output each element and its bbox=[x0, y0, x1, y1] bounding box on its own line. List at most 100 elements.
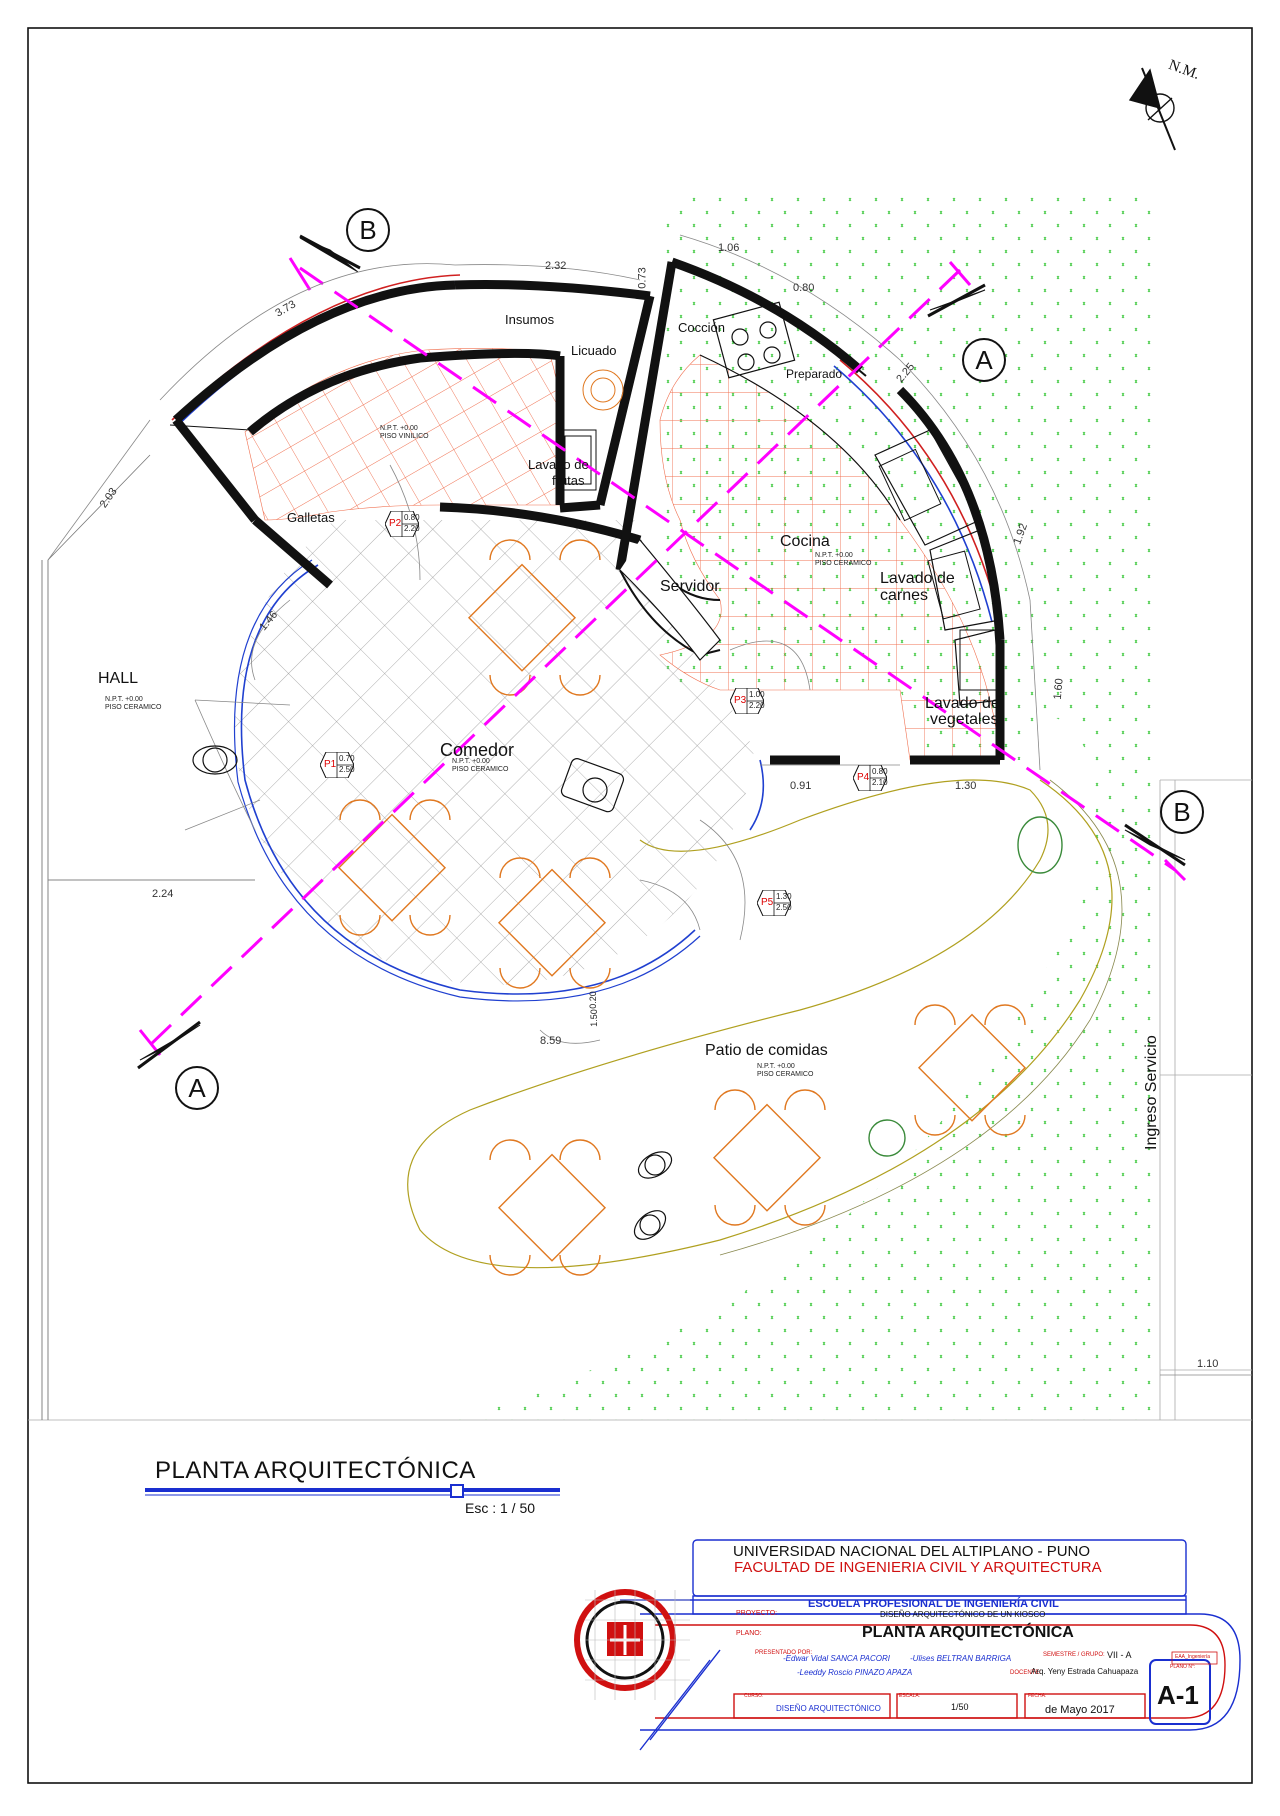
tb-autor1: -Edwar Vidal SANCA PACORI bbox=[783, 1654, 890, 1663]
label-lavado-carnes-1: Lavado de bbox=[880, 570, 955, 587]
label-coccion: Cocción bbox=[678, 320, 725, 335]
label-lavado-frutas-1: Lavado de bbox=[528, 457, 589, 472]
door-id: P4 bbox=[857, 772, 870, 783]
tb-docente: Arq. Yeny Estrada Cahuapaza bbox=[1031, 1667, 1139, 1676]
door-width: 0.80 bbox=[404, 513, 420, 522]
kitchen-counters bbox=[699, 301, 1001, 706]
tb-presentado-label: PRESENTADO POR: bbox=[755, 1650, 813, 1656]
hall-wall bbox=[41, 560, 255, 1420]
plant-pot-1 bbox=[1017, 816, 1063, 874]
level-text: N.P.T. +0.00 bbox=[815, 552, 853, 559]
tb-proyecto: DISEÑO ARQUITECTÓNICO DE UN KIOSCO bbox=[880, 1610, 1046, 1619]
section-marker-a-top: A bbox=[962, 338, 1006, 382]
door-height: 2.50 bbox=[776, 903, 792, 912]
title-block-frame bbox=[620, 1539, 1241, 1751]
label-ingreso-servicio: Ingreso Servicio bbox=[1143, 1035, 1160, 1150]
tb-lamina: A-1 bbox=[1157, 1680, 1199, 1710]
floor-type: PISO CERAMICO bbox=[452, 766, 509, 773]
tb-semestre-label: SEMESTRE / GRUPO: bbox=[1043, 1652, 1105, 1658]
door-tag-shape bbox=[320, 752, 354, 778]
kitchen-arc-blue bbox=[833, 365, 993, 623]
dim-0-91: 0.91 bbox=[790, 780, 812, 792]
dim-2-24: 2.24 bbox=[152, 888, 174, 900]
label-cocina: Cocina bbox=[780, 533, 830, 550]
door-width: 1.30 bbox=[776, 892, 792, 901]
dim-1-50: 1.50 bbox=[588, 1009, 599, 1027]
patio-inner bbox=[719, 779, 1123, 1256]
tb-curso: DISEÑO ARQUITECTÓNICO bbox=[776, 1704, 881, 1713]
tb-fecha: de Mayo 2017 bbox=[1045, 1704, 1115, 1716]
section-marker-b-top: B bbox=[346, 208, 390, 252]
label-lavado-vegetales-1: Lavado de bbox=[925, 695, 1000, 712]
tb-escala-label: ESCALA: bbox=[899, 1693, 921, 1699]
tb-escala: 1/50 bbox=[951, 1702, 969, 1712]
hall-diagonal bbox=[47, 454, 151, 561]
door-tag-p1: P1 0.70 2.50 bbox=[320, 752, 355, 778]
tb-plano: PLANTA ARQUITECTÓNICA bbox=[862, 1624, 1074, 1641]
label-hall: HALL bbox=[98, 670, 139, 687]
walls bbox=[172, 257, 1005, 765]
door-id: P3 bbox=[734, 695, 747, 706]
dimension-lines bbox=[47, 234, 1252, 1376]
door-id: P5 bbox=[761, 897, 774, 908]
door-tag-shape bbox=[853, 765, 887, 791]
comedor-tiles bbox=[235, 520, 755, 985]
tb-faculty: FACULTAD DE INGENIERIA CIVIL Y ARQUITECT… bbox=[734, 1559, 1102, 1576]
floor-type: PISO CERAMICO bbox=[757, 1071, 814, 1078]
door-tag-shape bbox=[730, 688, 764, 714]
label-licuado: Licuado bbox=[571, 343, 617, 358]
comedor-furniture bbox=[337, 539, 611, 989]
tb-curso-label: CURSO: bbox=[744, 1693, 764, 1699]
dim-0-20: 0.20 bbox=[587, 991, 598, 1009]
door-tag-p3: P3 1.00 2.20 bbox=[730, 688, 765, 714]
tb-university: UNIVERSIDAD NACIONAL DEL ALTIPLANO - PUN… bbox=[733, 1543, 1091, 1560]
label-preparado: Preparado bbox=[786, 367, 843, 381]
level-text: N.P.T. +0.00 bbox=[757, 1063, 795, 1070]
tb-ref: EAA_Ingeniería bbox=[1175, 1654, 1211, 1660]
floor-type: PISO VINILICO bbox=[380, 433, 429, 440]
dim-1-30: 1.30 bbox=[955, 780, 977, 792]
dim-2-32: 2.32 bbox=[545, 260, 567, 272]
dim-8-59: 8.59 bbox=[540, 1035, 562, 1047]
tb-fecha-label: FECHA: bbox=[1028, 1693, 1047, 1699]
dim-1-10: 1.10 bbox=[1197, 1358, 1219, 1370]
level-text: N.P.T. +0.00 bbox=[452, 758, 490, 765]
door-id: P2 bbox=[389, 518, 402, 529]
door-tag-shape bbox=[385, 511, 419, 537]
door-id: P1 bbox=[324, 759, 337, 770]
tb-proyecto-label: PROYECTO: bbox=[736, 1610, 778, 1617]
door-tag-p5: P5 1.30 2.50 bbox=[757, 890, 792, 916]
tb-autor3: -Leeddy Roscio PINAZO APAZA bbox=[797, 1668, 913, 1677]
dim-0-80: 0.80 bbox=[793, 282, 815, 294]
tb-autor2: -Ulises BELTRAN BARRIGA bbox=[910, 1654, 1012, 1663]
north-arrow-icon bbox=[1128, 67, 1176, 151]
door-tag-p2: P2 0.80 2.20 bbox=[385, 511, 420, 537]
section-marker-a-bottom: A bbox=[175, 1066, 219, 1110]
tb-lamina-label: PLANO N°: bbox=[1170, 1664, 1196, 1670]
door-width: 1.00 bbox=[749, 690, 765, 699]
dim-1-06: 1.06 bbox=[718, 242, 740, 254]
door-tag-p4: P4 0.80 2.10 bbox=[853, 765, 888, 791]
sheet-border bbox=[27, 27, 1253, 1784]
label-lavado-frutas-2: frutas bbox=[552, 473, 585, 488]
dim-0-73: 0.73 bbox=[636, 267, 649, 289]
label-lavado-vegetales-2: vegetales bbox=[930, 711, 999, 728]
door-tag-shape bbox=[757, 890, 791, 916]
label-lavado-carnes-2: carnes bbox=[880, 587, 929, 604]
label-insumos: Insumos bbox=[505, 312, 555, 327]
section-lines bbox=[148, 266, 1176, 1047]
label-servidor: Servidor bbox=[660, 578, 720, 595]
door-width: 0.80 bbox=[872, 767, 888, 776]
comedor-glass-2 bbox=[233, 559, 701, 1002]
stove bbox=[731, 321, 781, 371]
tb-school: ESCUELA PROFESIONAL DE INGENIERÍA CIVIL bbox=[808, 1598, 1059, 1610]
door-width: 0.70 bbox=[339, 754, 355, 763]
floor-type: PISO CERAMICO bbox=[105, 704, 162, 711]
section-arrows bbox=[137, 234, 1186, 1070]
